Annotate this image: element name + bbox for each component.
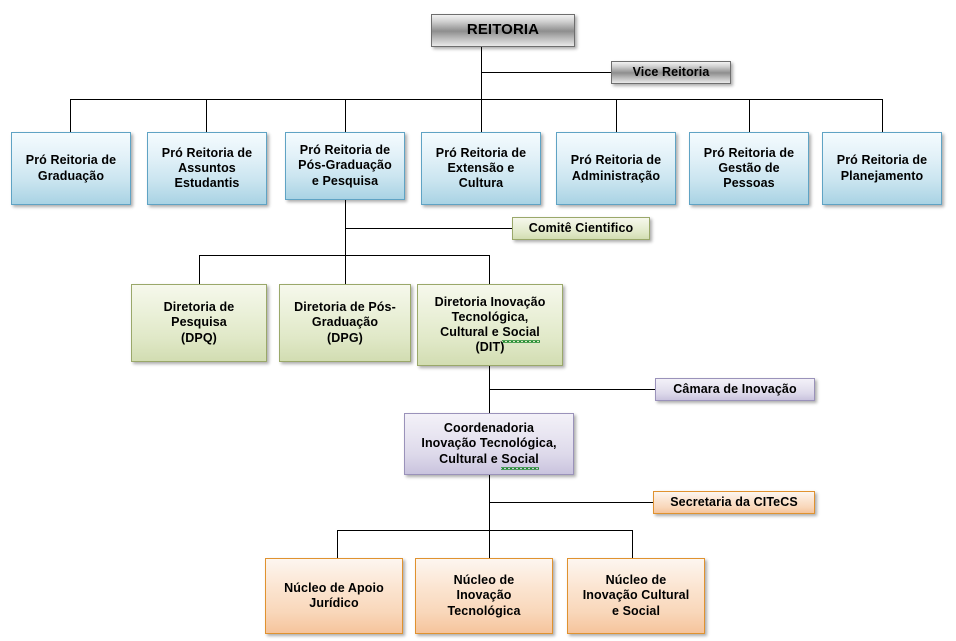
node-nucleo-inovacao-cultural-social[interactable]: Núcleo de Inovação Cultural e Social	[567, 558, 705, 634]
connector-nucleos-bus	[337, 530, 633, 531]
node-diretoria-pesquisa[interactable]: Diretoria de Pesquisa (DPQ)	[131, 284, 267, 362]
node-pro-reitoria-assuntos-estudantis[interactable]: Pró Reitoria de Assuntos Estudantis	[147, 132, 267, 205]
connector-to-vice-reitoria	[481, 72, 611, 73]
connector-drop-nucleo-3	[632, 530, 633, 558]
node-coordenadoria-citecs[interactable]: Coordenadoria Inovação Tecnológica, Cult…	[404, 413, 574, 475]
node-nucleo-inovacao-tecnologica[interactable]: Núcleo de Inovação Tecnológica	[415, 558, 553, 634]
node-label: Núcleo de Apoio Jurídico	[284, 580, 384, 610]
connector-to-camara-inovacao	[489, 389, 655, 390]
connector-reitoria-trunk	[481, 47, 482, 99]
node-label: Núcleo de Inovação Cultural e Social	[582, 573, 690, 618]
connector-drop-diretoria-1	[199, 255, 200, 284]
connector-drop-pro-1	[70, 99, 71, 132]
connector-drop-diretoria-3	[489, 255, 490, 284]
connector-drop-nucleo-1	[337, 530, 338, 558]
node-pro-reitoria-pos-graduacao-pesquisa[interactable]: Pró Reitoria de Pós-Graduação e Pesquisa	[285, 132, 405, 200]
connector-drop-pro-7	[882, 99, 883, 132]
node-label: Diretoria de Pós- Graduação (DPG)	[294, 300, 396, 345]
connector-drop-pro-3	[345, 99, 346, 132]
node-pro-reitoria-planejamento[interactable]: Pró Reitoria de Planejamento	[822, 132, 942, 205]
node-nucleo-apoio-juridico[interactable]: Núcleo de Apoio Jurídico	[265, 558, 403, 634]
node-label: Pró Reitoria de Planejamento	[836, 153, 928, 183]
connector-to-comite-cientifico	[345, 228, 512, 229]
node-label: Diretoria de Pesquisa (DPQ)	[163, 300, 235, 345]
node-reitoria-label: REITORIA	[466, 21, 540, 39]
connector-drop-nucleo-2	[489, 530, 490, 558]
node-vice-reitoria[interactable]: Vice Reitoria	[611, 61, 731, 84]
node-reitoria[interactable]: REITORIA	[431, 14, 575, 47]
node-label: Pró Reitoria de Gestão de Pessoas	[703, 145, 795, 191]
connector-drop-pro-4	[481, 99, 482, 132]
node-camara-inovacao[interactable]: Câmara de Inovação	[655, 378, 815, 401]
node-secretaria-label: Secretaria da CITeCS	[670, 494, 798, 509]
node-label: Pró Reitoria de Pós-Graduação e Pesquisa	[298, 143, 392, 188]
connector-drop-diretoria-2	[345, 255, 346, 284]
node-label: Pró Reitoria de Administração	[570, 153, 662, 183]
connector-drop-pro-5	[616, 99, 617, 132]
connector-pro-reitoria-bus	[70, 99, 882, 100]
spellcheck-word: Social	[501, 451, 540, 471]
node-diretoria-inovacao-tecnologica[interactable]: Diretoria Inovação Tecnológica, Cultural…	[417, 284, 563, 366]
node-pro-reitoria-gestao-pessoas[interactable]: Pró Reitoria de Gestão de Pessoas	[689, 132, 809, 205]
node-pro-reitoria-extensao-cultura[interactable]: Pró Reitoria de Extensão e Cultura	[421, 132, 541, 205]
connector-diretorias-bus	[199, 255, 490, 256]
node-label: Pró Reitoria de Extensão e Cultura	[435, 145, 527, 191]
node-secretaria-citecs[interactable]: Secretaria da CITeCS	[653, 491, 815, 514]
node-label: Núcleo de Inovação Tecnológica	[447, 573, 521, 618]
node-camara-inovacao-label: Câmara de Inovação	[673, 381, 797, 396]
node-diretoria-pos-graduacao[interactable]: Diretoria de Pós- Graduação (DPG)	[279, 284, 411, 362]
connector-to-secretaria	[489, 502, 653, 503]
node-pro-reitoria-graduacao[interactable]: Pró Reitoria de Graduação	[11, 132, 131, 205]
connector-pos-graduacao-trunk	[345, 200, 346, 284]
node-label: Diretoria Inovação Tecnológica, Cultural…	[434, 294, 546, 355]
node-label: Pró Reitoria de Graduação	[25, 153, 117, 183]
node-label: Coordenadoria Inovação Tecnológica, Cult…	[421, 421, 557, 471]
node-label: Pró Reitoria de Assuntos Estudantis	[161, 145, 253, 191]
connector-coordenadoria-trunk	[489, 475, 490, 558]
node-comite-cientifico-label: Comitê Cientifico	[528, 220, 634, 235]
connector-drop-pro-2	[206, 99, 207, 132]
connector-drop-pro-6	[749, 99, 750, 132]
node-pro-reitoria-administracao[interactable]: Pró Reitoria de Administração	[556, 132, 676, 205]
spellcheck-word: Social	[502, 325, 541, 344]
node-comite-cientifico[interactable]: Comitê Cientifico	[512, 217, 650, 240]
node-vice-reitoria-label: Vice Reitoria	[632, 64, 710, 79]
